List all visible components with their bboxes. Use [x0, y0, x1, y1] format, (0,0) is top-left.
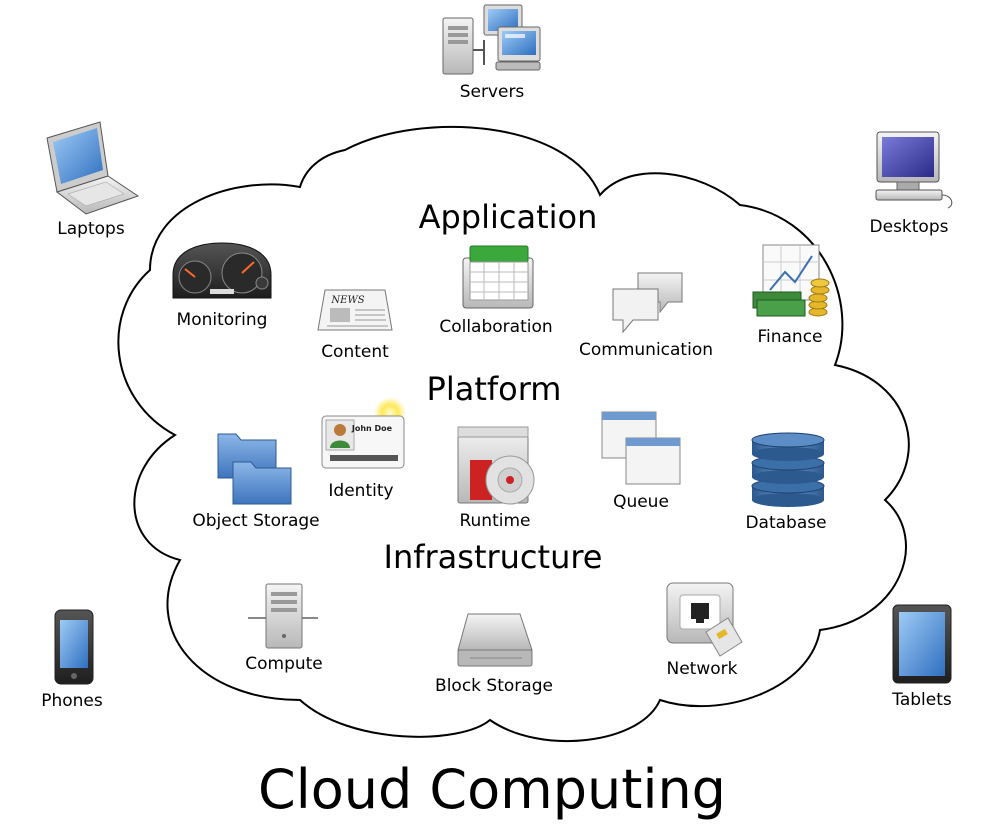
laptop-icon: [46, 121, 140, 215]
speech-bubbles-icon: [612, 272, 683, 334]
id-card-icon: John Doe: [321, 397, 406, 469]
servers-label: Servers: [460, 82, 525, 102]
database-label: Database: [745, 513, 826, 533]
hard-disk-icon: [457, 613, 533, 667]
application-heading: Application: [419, 198, 598, 236]
newspaper-icon: NEWS: [317, 289, 393, 331]
servers-icon: [442, 4, 541, 75]
dashboard-icon: [172, 242, 272, 299]
block-storage-label: Block Storage: [435, 676, 553, 696]
runtime-label: Runtime: [459, 511, 530, 531]
network-label: Network: [667, 659, 738, 679]
monitoring-label: Monitoring: [177, 310, 268, 330]
diagram-title: Cloud Computing: [258, 758, 726, 821]
finance-chart-icon: [752, 244, 830, 317]
desktops-label: Desktops: [870, 217, 949, 237]
compute-label: Compute: [245, 654, 323, 674]
runtime-cd-icon: [457, 426, 535, 505]
news-icon-text: NEWS: [330, 295, 364, 306]
tablets-label: Tablets: [891, 690, 952, 710]
calendar-icon: [462, 245, 534, 309]
folder-icon: [217, 433, 292, 505]
platform-heading: Platform: [427, 370, 562, 408]
finance-label: Finance: [757, 327, 822, 347]
database-icon: [751, 432, 825, 507]
collaboration-label: Collaboration: [439, 317, 552, 337]
tablet-icon: [892, 604, 952, 684]
network-socket-icon: [666, 582, 743, 657]
communication-label: Communication: [579, 340, 713, 360]
content-label: Content: [321, 342, 389, 362]
infrastructure-heading: Infrastructure: [384, 538, 603, 576]
badge-name-text: John Doe: [351, 424, 393, 433]
queue-label: Queue: [613, 492, 669, 512]
window-queue-icon: [601, 411, 681, 485]
phones-label: Phones: [41, 691, 103, 711]
desktop-icon: [875, 131, 953, 209]
server-tower-icon: [248, 583, 318, 649]
phone-icon: [54, 609, 94, 685]
laptops-label: Laptops: [57, 219, 125, 239]
object-storage-label: Object Storage: [192, 511, 319, 531]
identity-label: Identity: [328, 481, 393, 501]
